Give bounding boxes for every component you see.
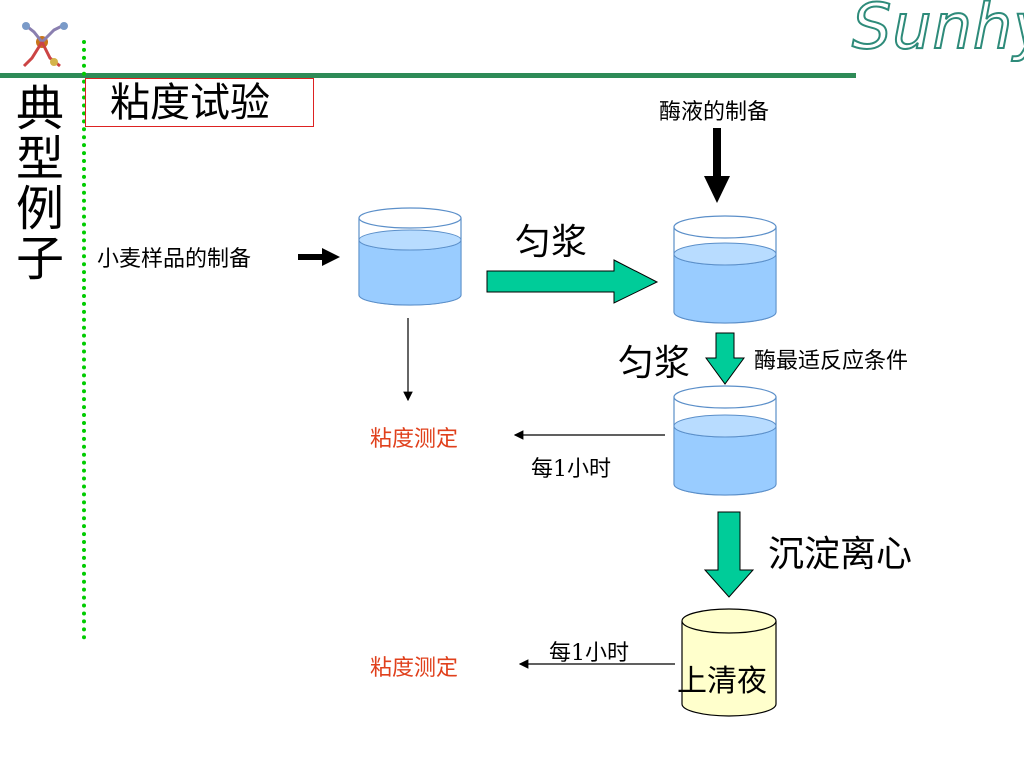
label-every-hour-2: 每1小时 [549, 641, 629, 666]
page-title: 粘度试验 [85, 78, 314, 127]
beaker-wheat [358, 207, 462, 306]
label-homogenize-2: 匀浆 [618, 343, 691, 384]
centrifuge-down-arrow [703, 511, 755, 598]
label-homogenize-1: 匀浆 [515, 222, 588, 263]
label-supernatant: 上清夜 [677, 664, 767, 699]
label-precip-centrifuge: 沉淀离心 [768, 534, 913, 575]
sidebar-dotted-divider [82, 40, 86, 640]
enzyme-down-arrow [704, 128, 730, 203]
label-optimal-conditions: 酶最适反应条件 [754, 349, 909, 374]
wheat-right-arrow [298, 248, 340, 266]
side-title: 典型例子 [15, 81, 64, 287]
header-divider [0, 73, 856, 78]
homogenize-right-arrow [486, 259, 659, 304]
label-enzyme-prep: 酶液的制备 [659, 100, 770, 125]
molecule-logo-icon [22, 22, 68, 68]
supernatant-cylinder [681, 608, 777, 717]
label-viscosity-1: 粘度测定 [370, 427, 459, 452]
beaker-reaction [673, 385, 777, 496]
homogenize-down-arrow [705, 332, 745, 385]
label-wheat-prep: 小麦样品的制备 [97, 247, 252, 272]
label-viscosity-2: 粘度测定 [370, 656, 459, 681]
beaker-homogenate [673, 215, 777, 324]
brand-logo: Sunhy [851, 0, 1024, 63]
label-every-hour-1: 每1小时 [531, 457, 611, 482]
